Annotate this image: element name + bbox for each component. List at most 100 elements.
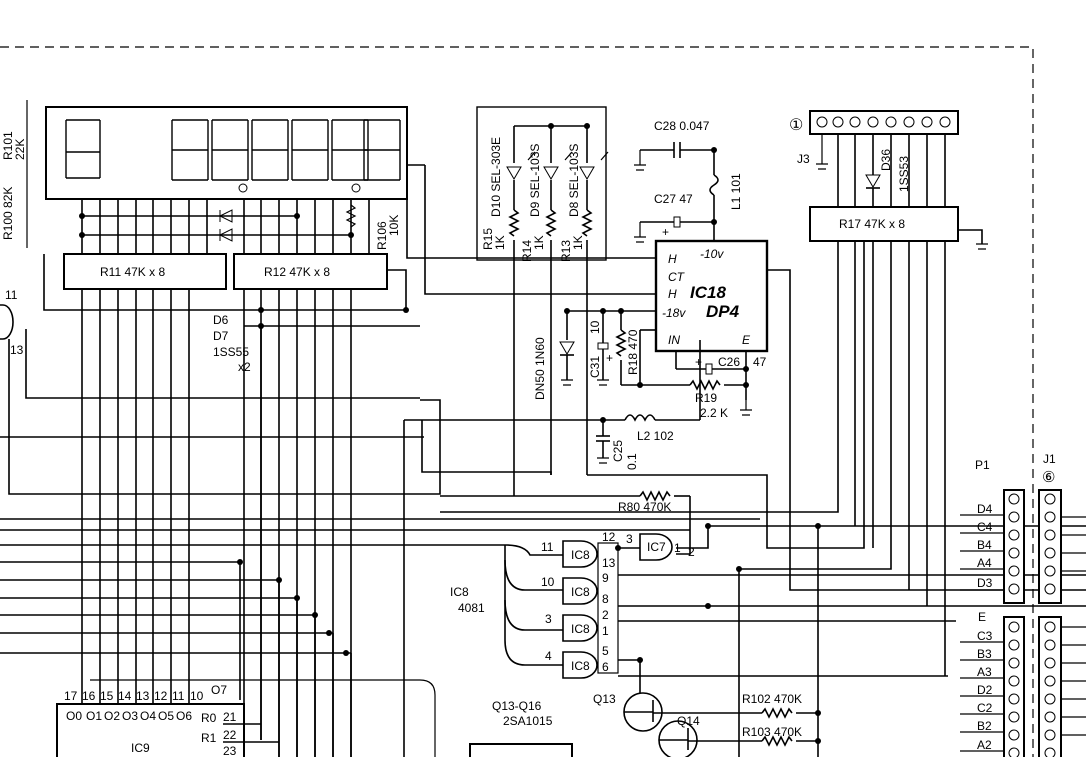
d6-label: D6 [213, 313, 229, 327]
r17-outputs [440, 241, 946, 676]
diode-d36 [865, 174, 881, 188]
svg-text:O3: O3 [122, 709, 138, 723]
ic18-label: IC18 [690, 283, 726, 302]
c31-plus: + [606, 351, 613, 365]
e-pins [1008, 621, 1020, 757]
led-resistor-box [476, 106, 607, 261]
board-outline [0, 46, 1034, 757]
r17-label: R17 47K x 8 [839, 217, 905, 231]
d36-label: D36 [879, 149, 893, 171]
svg-text:17: 17 [64, 689, 78, 703]
svg-text:O4: O4 [140, 709, 156, 723]
j1-pin-marker: ⑥ [1042, 469, 1055, 486]
resistor-array-r12 [233, 253, 388, 290]
c31-value: 10 [588, 320, 602, 334]
pin-ct: CT [668, 270, 686, 284]
svg-text:12: 12 [154, 689, 168, 703]
connector-j3 [809, 110, 959, 135]
svg-text:3: 3 [545, 612, 552, 626]
p1-pins [1008, 493, 1020, 595]
c26-value: 47 [753, 355, 767, 369]
svg-text:23: 23 [223, 744, 237, 757]
ic8-gates [562, 533, 673, 679]
svg-text:14: 14 [118, 689, 132, 703]
d10-label: D10 SEL-303E [489, 137, 503, 217]
q-part-label: 2SA1015 [503, 714, 553, 728]
left-wires [0, 254, 760, 757]
pin-in: IN [668, 333, 680, 347]
svg-text:6: 6 [602, 660, 609, 674]
c27-plus: + [662, 225, 669, 239]
svg-text:12: 12 [602, 530, 616, 544]
svg-text:2: 2 [688, 545, 695, 559]
r103-label: R103 470K [742, 725, 802, 739]
diode-d7 [218, 228, 233, 242]
svg-text:D3: D3 [977, 576, 993, 590]
dp4-label: DP4 [706, 302, 740, 321]
display-digits [65, 119, 401, 193]
p1-pin-labels: D4 C4 B4 A4 D3 [977, 502, 993, 590]
svg-text:B4: B4 [977, 538, 992, 552]
svg-text:R0: R0 [201, 711, 217, 725]
ic8-gate-d: IC8 [571, 659, 590, 673]
ic8-gate-b: IC8 [571, 585, 590, 599]
ic7-gate: IC7 [647, 540, 666, 554]
svg-text:C2: C2 [977, 701, 993, 715]
diode-dn50 [559, 341, 575, 355]
j3-pins [816, 116, 951, 128]
svg-text:A3: A3 [977, 665, 992, 679]
pin-11: 11 [5, 288, 18, 302]
ic9-chip [56, 703, 245, 757]
svg-text:11: 11 [541, 540, 554, 554]
connector-j1 [1038, 489, 1062, 604]
minus10-label: -10v [700, 247, 724, 261]
svg-text:16: 16 [82, 689, 96, 703]
ic9-label: IC9 [131, 741, 150, 755]
connector-j1-lower [1038, 616, 1062, 757]
svg-text:3: 3 [626, 532, 633, 546]
j1-lower-pins [1044, 621, 1056, 757]
svg-text:10: 10 [190, 689, 204, 703]
r101-label: R101 [1, 131, 15, 160]
svg-text:2: 2 [602, 608, 609, 622]
j3-label: J3 [797, 152, 810, 166]
ic9-top-pins: 17 16 15 14 13 12 11 10 [64, 689, 204, 703]
l2-label: L2 102 [637, 429, 674, 443]
svg-text:15: 15 [100, 689, 114, 703]
ic8-gate-c: IC8 [571, 622, 590, 636]
ic9-outputs: O0 O1 O2 O3 O4 O5 O6 O7 R0 R1 [66, 683, 227, 745]
svg-text:A4: A4 [977, 556, 992, 570]
r101-value: 22K [13, 139, 27, 160]
dn50-label: DN50 1N60 [533, 337, 547, 400]
q14-label: Q14 [677, 714, 700, 728]
q13-label: Q13 [593, 692, 616, 706]
d36-part: 1SS53 [897, 156, 911, 192]
c25-label: C25 [611, 440, 625, 462]
svg-text:11: 11 [172, 689, 185, 703]
connector-e [1003, 616, 1025, 757]
r19-label: R19 [695, 391, 717, 405]
j1-pins [1044, 493, 1056, 595]
minus18-label: -18v [662, 306, 686, 320]
svg-text:5: 5 [602, 644, 609, 658]
svg-text:O2: O2 [104, 709, 120, 723]
svg-text:O5: O5 [158, 709, 174, 723]
d8-label: D8 SEL-103S [567, 144, 581, 217]
seven-segment-display [45, 106, 408, 200]
pin-h2: H [668, 287, 677, 301]
c25-value: 0.1 [625, 453, 639, 470]
q13-q16-label: Q13-Q16 [492, 699, 542, 713]
c26-plus: + [695, 355, 702, 369]
pin-13: 13 [10, 343, 24, 357]
svg-text:R1: R1 [201, 731, 217, 745]
svg-text:22: 22 [223, 728, 237, 742]
r102-label: R102 470K [742, 692, 802, 706]
svg-text:C4: C4 [977, 520, 993, 534]
r11-label: R11 47K x 8 [100, 265, 165, 279]
svg-text:O7: O7 [211, 683, 227, 697]
r14-value: 1K [532, 235, 546, 250]
resistor-array-r17 [809, 206, 959, 242]
svg-text:C3: C3 [977, 629, 993, 643]
svg-text:O1: O1 [86, 709, 102, 723]
